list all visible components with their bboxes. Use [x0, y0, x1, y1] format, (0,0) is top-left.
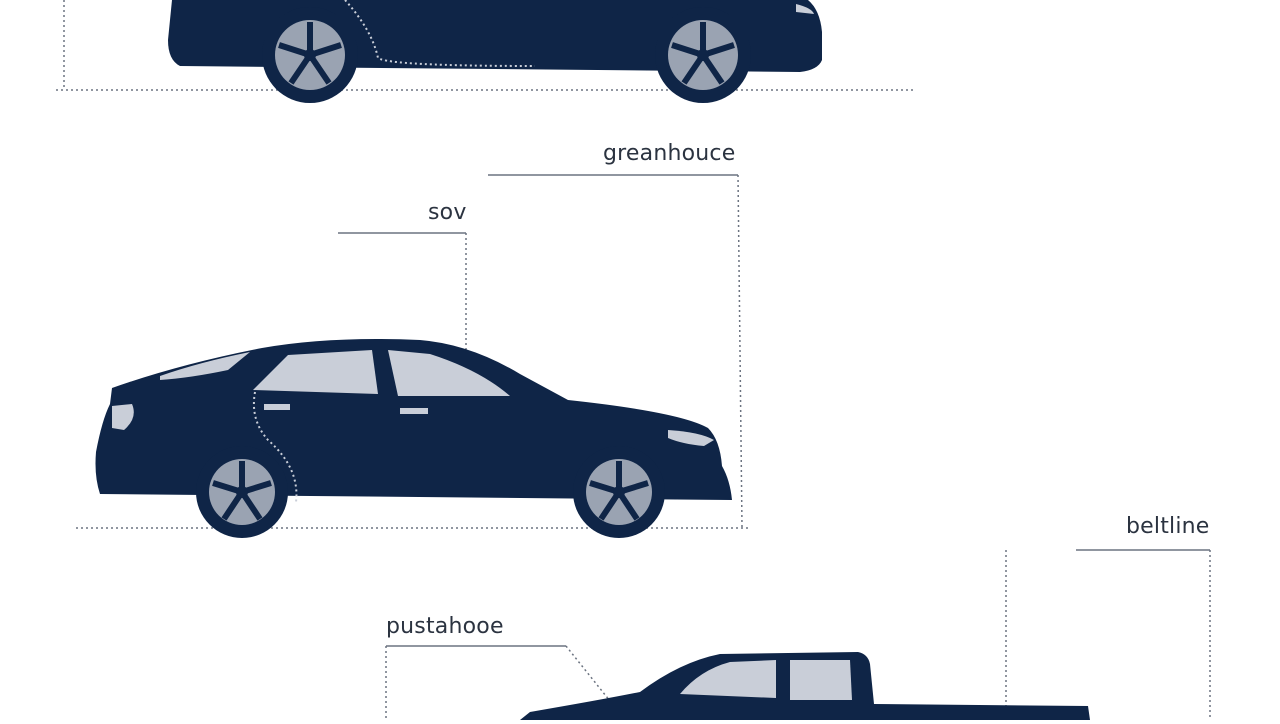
sedan-top	[56, 0, 914, 103]
pushahood-label: pustahooe	[386, 614, 504, 639]
beltline-label: beltline	[1126, 514, 1210, 539]
door-handle	[400, 408, 428, 414]
taillight	[112, 404, 134, 430]
headlight	[668, 430, 714, 446]
wheel	[196, 446, 288, 538]
door-seam	[344, 0, 536, 67]
guide-line-diagonal	[565, 645, 615, 707]
pickup-bottom	[385, 549, 1211, 720]
wheel	[262, 7, 358, 103]
sov-label: sov	[428, 200, 467, 225]
window-front	[680, 660, 776, 698]
wheel	[655, 7, 751, 103]
guide-line-vertical	[737, 174, 743, 528]
headlight	[796, 4, 814, 14]
door-handle	[264, 404, 290, 410]
door-seam	[252, 391, 298, 503]
window-front	[388, 350, 510, 396]
rear-window	[160, 352, 250, 380]
sedan-middle	[76, 174, 748, 538]
window-rear	[253, 350, 378, 394]
window-rear	[790, 660, 852, 700]
wheel	[573, 446, 665, 538]
greenhouse-label: greanhouce	[603, 141, 736, 166]
